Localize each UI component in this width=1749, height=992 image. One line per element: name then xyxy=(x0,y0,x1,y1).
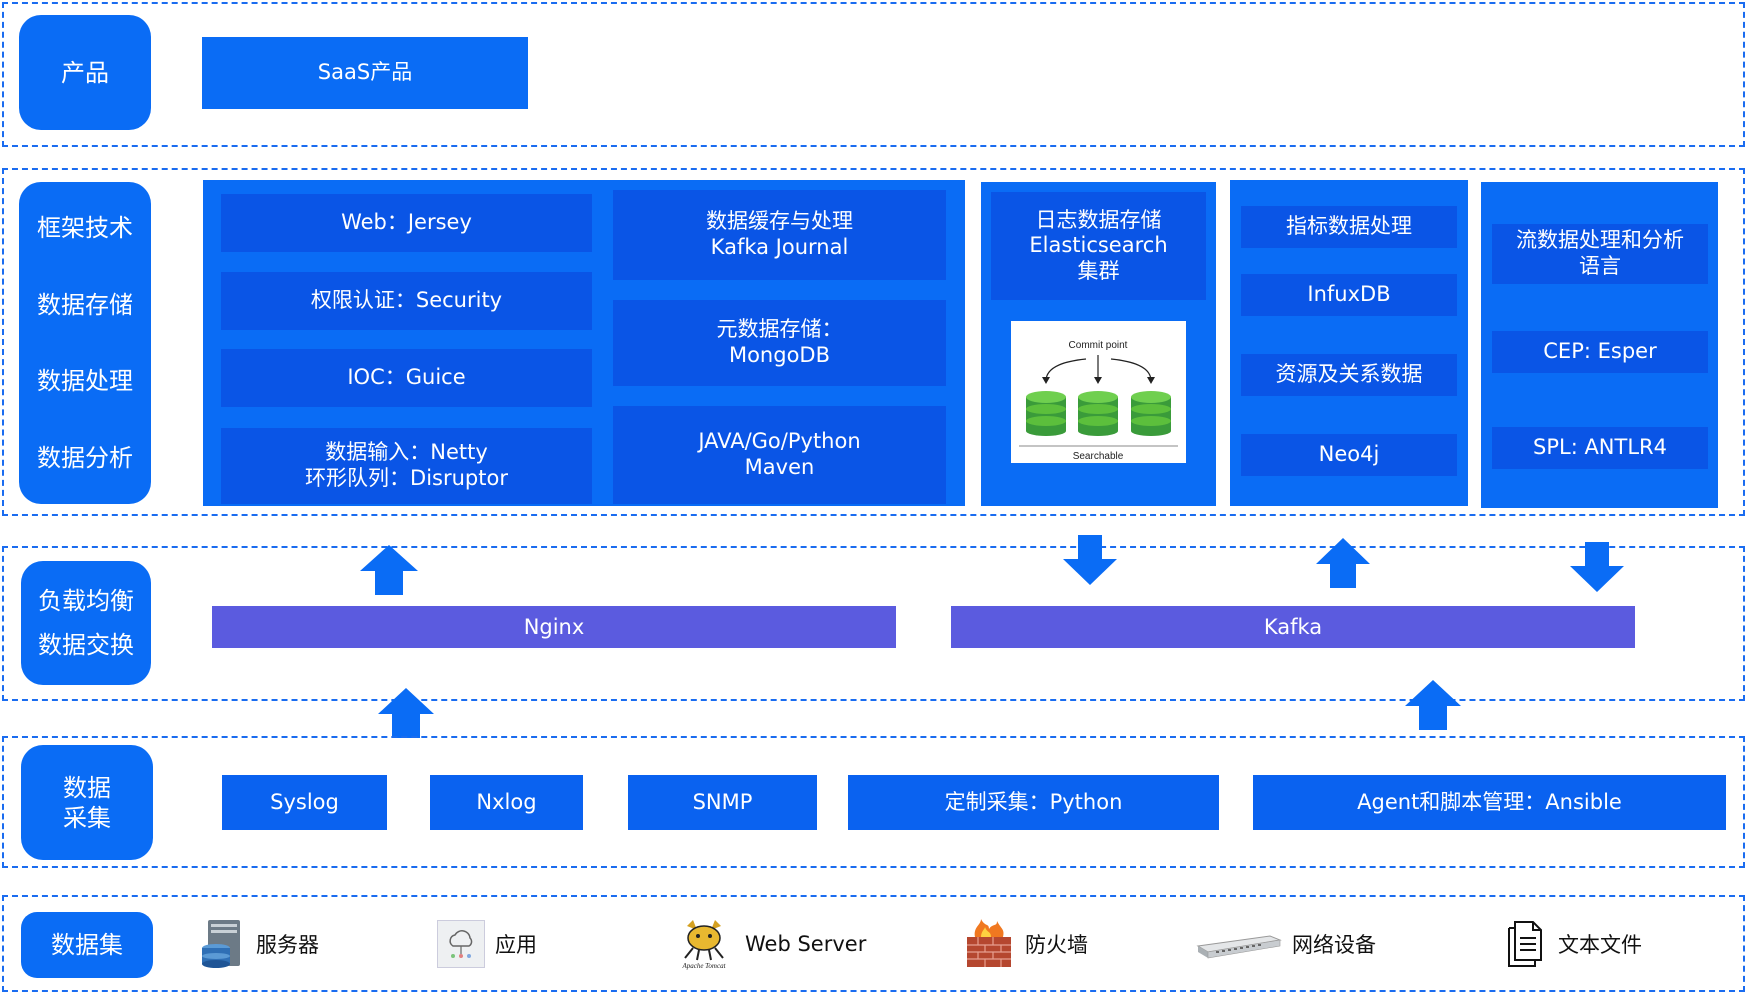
elasticsearch-block: 日志数据存储 Elasticsearch 集群 xyxy=(991,192,1206,300)
python-collect-block: 定制采集：Python xyxy=(848,775,1219,830)
esper-block: CEP: Esper xyxy=(1492,331,1708,373)
source-server: 服务器 xyxy=(200,918,319,970)
nxlog-block: Nxlog xyxy=(430,775,583,830)
metrics-processing-block: 指标数据处理 xyxy=(1241,206,1457,248)
neo4j-block: Neo4j xyxy=(1241,434,1457,476)
tomcat-icon: Apache Tomcat xyxy=(673,920,735,970)
source-text-file: 文本文件 xyxy=(1502,918,1642,970)
exchange-labels: 负载均衡 数据交换 xyxy=(21,561,151,685)
commit-point-diagram: Commit point xyxy=(1011,321,1186,463)
product-layer xyxy=(2,2,1745,147)
kafka-bar: Kafka xyxy=(951,606,1635,648)
arrow-down-icon xyxy=(1570,542,1624,592)
source-network-device: 网络设备 xyxy=(1196,918,1376,970)
stream-language-block: 流数据处理和分析 语言 xyxy=(1492,224,1708,284)
framework-labels: 框架技术 数据存储 数据处理 数据分析 xyxy=(19,182,151,504)
arrow-up-icon xyxy=(1316,538,1370,588)
tomcat-logo-text: Apache Tomcat xyxy=(681,962,726,970)
document-icon xyxy=(1502,921,1548,967)
jersey-block: Web：Jersey xyxy=(221,194,592,252)
framework-layer xyxy=(2,168,1745,516)
antlr-block: SPL: ANTLR4 xyxy=(1492,427,1708,469)
security-block: 权限认证：Security xyxy=(221,272,592,330)
source-web-server: Apache Tomcat Web Server xyxy=(673,918,866,970)
source-application: 应用 xyxy=(437,918,537,970)
arrow-up-icon xyxy=(1405,680,1461,730)
ansible-block: Agent和脚本管理：Ansible xyxy=(1253,775,1726,830)
influxdb-block: InfuxDB xyxy=(1241,274,1457,316)
commit-point-label: Commit point xyxy=(1069,340,1128,351)
maven-block: JAVA/Go/Python Maven xyxy=(613,406,946,504)
syslog-block: Syslog xyxy=(222,775,387,830)
arrow-up-icon xyxy=(360,545,418,595)
database-segments-icon xyxy=(1026,391,1171,436)
nginx-bar: Nginx xyxy=(212,606,896,648)
snmp-block: SNMP xyxy=(628,775,817,830)
resource-relation-block: 资源及关系数据 xyxy=(1241,354,1457,396)
mongodb-block: 元数据存储： MongoDB xyxy=(613,300,946,386)
source-firewall: 防火墙 xyxy=(963,918,1088,970)
arrow-down-icon xyxy=(1063,535,1117,585)
netty-disruptor-block: 数据输入：Netty 环形队列：Disruptor xyxy=(221,428,592,504)
collect-labels: 数据 采集 xyxy=(21,745,153,860)
server-icon xyxy=(200,920,246,968)
cloud-app-icon xyxy=(437,920,485,968)
kafka-journal-block: 数据缓存与处理 Kafka Journal xyxy=(613,190,946,280)
dataset-layer xyxy=(2,895,1745,992)
product-label: 产品 xyxy=(19,15,151,130)
network-switch-icon xyxy=(1196,921,1282,967)
firewall-icon xyxy=(963,919,1015,967)
guice-block: IOC：Guice xyxy=(221,349,592,407)
dataset-label: 数据集 xyxy=(21,912,153,978)
exchange-layer xyxy=(2,546,1745,701)
arrow-up-icon xyxy=(378,688,434,738)
collect-layer xyxy=(2,736,1745,868)
searchable-label: Searchable xyxy=(1073,451,1124,462)
saas-product-block: SaaS产品 xyxy=(202,37,528,109)
